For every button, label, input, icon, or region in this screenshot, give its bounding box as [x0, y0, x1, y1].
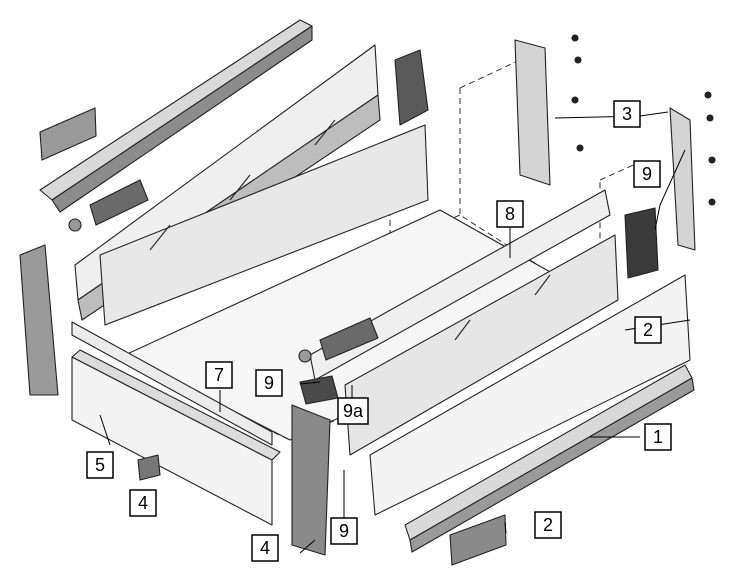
- rear-connector-left: [394, 49, 429, 126]
- label-9-bottom-text: 9: [339, 521, 349, 541]
- label-1-text: 1: [653, 427, 663, 447]
- right-synchronization-unit: [298, 317, 379, 363]
- rear-mounting-plate: [39, 107, 97, 161]
- label-5: 5: [86, 451, 114, 479]
- right-drawer-side: [309, 189, 691, 516]
- front-panel: [71, 349, 281, 526]
- label-3: 3: [613, 100, 641, 128]
- label-2-upper: 2: [634, 316, 662, 344]
- label-7-text: 7: [214, 365, 224, 385]
- drawer-runner: [404, 364, 695, 553]
- rear-left-runner: [39, 19, 313, 213]
- label-2-upper-text: 2: [643, 320, 653, 340]
- front-clip: [137, 454, 161, 481]
- label-3-text: 3: [622, 104, 632, 124]
- label-4-clip: 4: [129, 489, 157, 517]
- label-4-clip-text: 4: [138, 493, 148, 513]
- label-9-mid: 9: [255, 369, 283, 397]
- label-9-top-text: 9: [642, 164, 652, 184]
- label-4-panel-text: 4: [260, 538, 270, 558]
- label-9-top: 9: [633, 160, 661, 188]
- label-9-bottom: 9: [330, 517, 358, 545]
- right-front-end-piece: [291, 404, 331, 556]
- label-2-lower: 2: [534, 511, 562, 539]
- label-2-lower-text: 2: [543, 515, 553, 535]
- mounting-screws: [571, 34, 716, 206]
- rear-bracket-center: [514, 39, 551, 186]
- label-8: 8: [496, 200, 524, 228]
- left-drawer-side: [74, 44, 429, 326]
- label-5-text: 5: [95, 455, 105, 475]
- left-synchronization-unit: [68, 179, 149, 232]
- label-7: 7: [205, 361, 233, 389]
- label-8-text: 8: [505, 204, 515, 224]
- diagram-labels: 1 2 2 3 4 4 5 7: [86, 100, 672, 562]
- runner-cover-plate: [449, 514, 507, 566]
- rear-panel-connector: [624, 207, 659, 279]
- front-rail: [71, 321, 273, 446]
- label-1: 1: [644, 423, 672, 451]
- label-4-panel: 4: [251, 534, 279, 562]
- label-9a-text: 9a: [343, 401, 364, 421]
- left-front-end-piece: [19, 244, 59, 396]
- cabinet-bracket: [669, 107, 696, 251]
- label-9a: 9a: [337, 397, 369, 425]
- label-9-mid-text: 9: [264, 373, 274, 393]
